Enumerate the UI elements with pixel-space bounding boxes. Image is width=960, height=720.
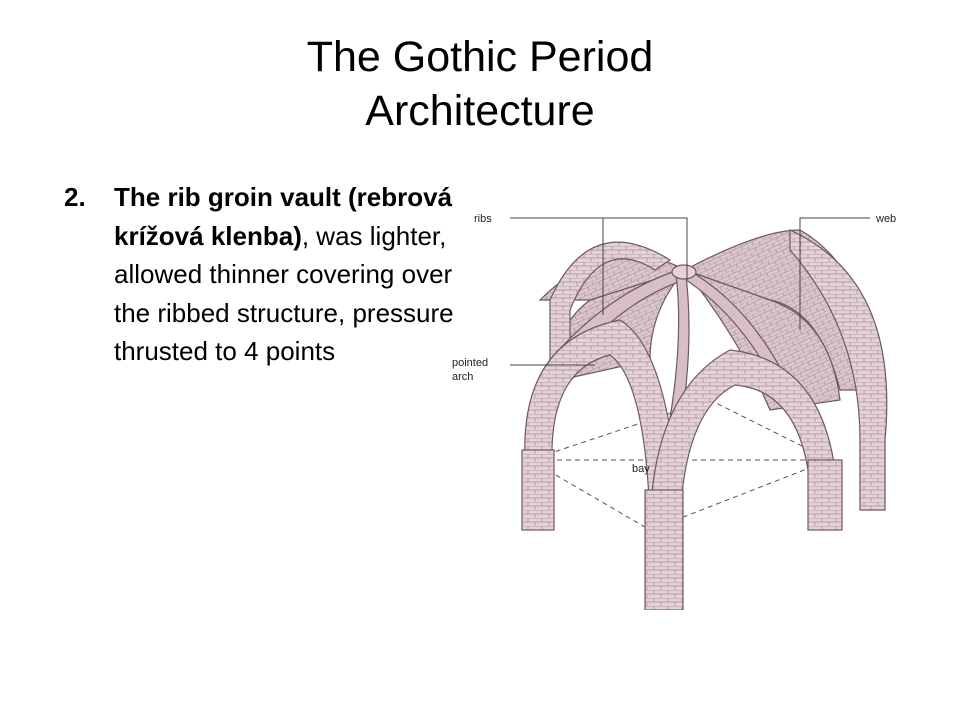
slide-title: The Gothic Period Architecture	[120, 30, 840, 138]
right-arch	[789, 229, 888, 511]
bullet-number: 2.	[64, 182, 86, 212]
back-arch	[549, 241, 672, 361]
front-pier	[644, 489, 684, 610]
leader-lines	[510, 217, 870, 366]
label-arch: arch	[452, 371, 473, 383]
label-web: web	[875, 213, 896, 225]
left-pier	[521, 449, 555, 531]
label-bay: bay	[632, 463, 650, 475]
bullet-bold-text: The rib groin vault (rebrová krížová kle…	[114, 182, 453, 251]
title-line-2: Architecture	[365, 87, 595, 135]
bullet-text: The rib groin vault (rebrová krížová kle…	[114, 178, 464, 371]
bullet-body-text: , was lighter, allowed thinner covering …	[114, 220, 454, 367]
keystone-boss	[671, 264, 697, 280]
right-pier	[807, 459, 843, 531]
label-pointed: pointed	[452, 357, 488, 369]
vault-illustration: ribs web pointed arch bay	[452, 213, 896, 610]
bullet-point: 2. The rib groin vault (rebrová krížová …	[64, 178, 464, 371]
title-line-1: The Gothic Period	[306, 33, 654, 81]
label-ribs: ribs	[474, 213, 492, 225]
rib-groin-vault-diagram: ribs web pointed arch bay	[440, 190, 910, 610]
